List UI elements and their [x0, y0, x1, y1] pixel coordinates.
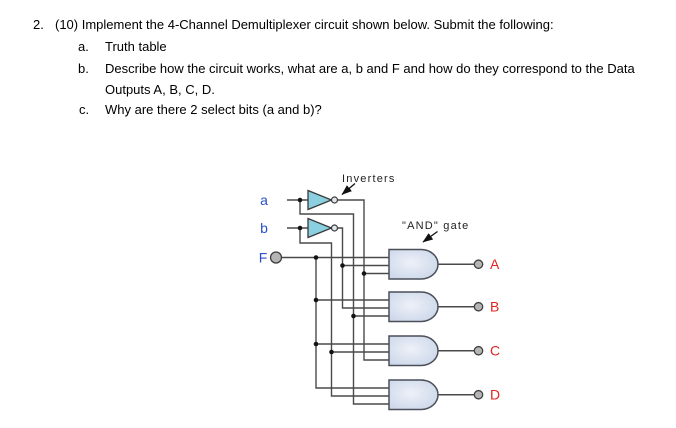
- input-label-a: a: [260, 192, 268, 208]
- wire-b-route: [299, 228, 389, 397]
- wire-not-b-route: [337, 227, 389, 309]
- inverter-a-bubble: [330, 196, 339, 204]
- sub-item-c-text: Why are there 2 select bits (a and b)?: [105, 102, 322, 117]
- sub-item-a-marker: a.: [78, 39, 89, 54]
- inverters-arrow: [341, 183, 356, 195]
- inverters-annotation: Inverters: [342, 173, 396, 185]
- terminal-output-c: [473, 345, 484, 356]
- and-gate-d: [388, 379, 439, 411]
- output-label-c: C: [490, 343, 500, 359]
- and-gate-arrow: [422, 230, 438, 243]
- output-label-a: A: [490, 256, 500, 272]
- output-label-b: B: [490, 299, 499, 315]
- terminal-output-b: [473, 301, 484, 312]
- terminal-output-a: [473, 259, 484, 270]
- input-label-f: F: [259, 250, 268, 266]
- wire-f-drop: [315, 257, 389, 389]
- terminal-output-d: [473, 389, 484, 400]
- junction-dots: [297, 197, 367, 355]
- input-label-b: b: [260, 220, 268, 236]
- and-gate-a: [388, 248, 439, 280]
- sub-item-b-line1: Describe how the circuit works, what are…: [105, 61, 635, 76]
- sub-item-c-marker: c.: [79, 102, 90, 117]
- inverter-a: [307, 189, 334, 211]
- wire-a-route: [299, 200, 389, 405]
- inverter-b-bubble: [330, 224, 339, 232]
- and-gate-c: [388, 335, 439, 367]
- output-label-d: D: [490, 387, 500, 403]
- item-number: 2.: [33, 17, 44, 32]
- sub-item-b-marker: b.: [78, 61, 89, 76]
- terminal-f: [269, 251, 283, 264]
- sub-item-a-text: Truth table: [105, 39, 167, 54]
- and-gate-b: [388, 291, 439, 323]
- inverter-b: [307, 217, 334, 239]
- sub-item-b-line2: Outputs A, B, C, D.: [105, 82, 215, 97]
- wire-not-a-route: [337, 199, 389, 361]
- item-heading: (10) Implement the 4-Channel Demultiplex…: [55, 17, 554, 32]
- and-gate-annotation: "AND" gate: [402, 220, 470, 232]
